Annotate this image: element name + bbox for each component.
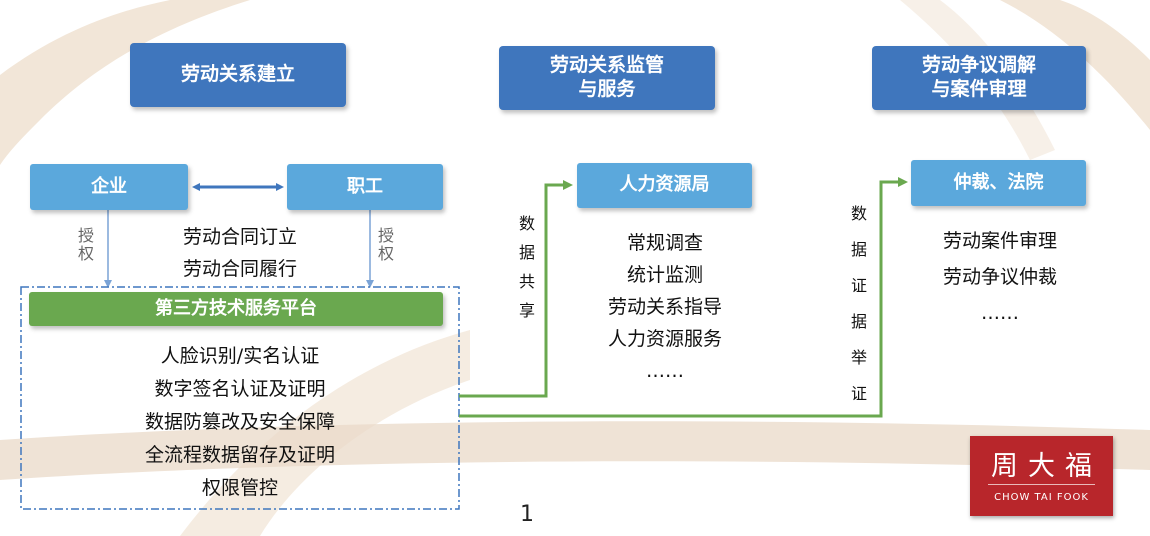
platform-title-box: 第三方技术服务平台 bbox=[29, 292, 443, 326]
authorize-right-char: 权 bbox=[377, 244, 394, 263]
header-left-label: 劳动关系建立 bbox=[180, 63, 295, 86]
data-share-label: 数 据 共 享 bbox=[516, 209, 538, 325]
header-dispute-mediation: 劳动争议调解 与案件审理 bbox=[872, 46, 1086, 110]
header-labor-relation-establish: 劳动关系建立 bbox=[130, 43, 346, 107]
logo-english: CHOW TAI FOOK bbox=[994, 492, 1089, 503]
data-evidence-char: 举 bbox=[850, 348, 867, 367]
data-share-connector bbox=[459, 180, 573, 398]
logo-chinese: 周大福 bbox=[991, 451, 1102, 482]
header-labor-relation-supervision: 劳动关系监管 与服务 bbox=[499, 46, 715, 110]
authorize-right-char: 授 bbox=[377, 226, 394, 245]
data-evidence-char: 证 bbox=[850, 384, 867, 403]
court-label: 仲裁、法院 bbox=[953, 171, 1044, 193]
platform-items: 人脸识别/实名认证 数字签名认证及证明 数据防篡改及安全保障 全流程数据留存及证… bbox=[60, 340, 420, 505]
authorize-left-char: 权 bbox=[77, 244, 94, 263]
employee-label: 职工 bbox=[347, 175, 383, 197]
authorize-label-left: 授 权 bbox=[75, 227, 97, 263]
hr-bureau-box: 人力资源局 bbox=[577, 163, 752, 208]
data-evidence-connector bbox=[459, 177, 908, 418]
chow-tai-fook-logo: 周大福 CHOW TAI FOOK bbox=[970, 436, 1113, 516]
header-middle-line1: 劳动关系监管 bbox=[549, 54, 664, 77]
data-evidence-char: 数 bbox=[850, 204, 867, 223]
contract-line: 劳动合同订立 bbox=[182, 226, 297, 248]
enterprise-box: 企业 bbox=[30, 164, 188, 210]
platform-item: 人脸识别/实名认证 bbox=[160, 345, 320, 367]
data-share-char: 据 bbox=[518, 243, 535, 262]
court-item: 劳动争议仲裁 bbox=[942, 266, 1057, 288]
header-middle-line2: 与服务 bbox=[578, 78, 636, 100]
hr-item: 统计监测 bbox=[626, 264, 703, 286]
platform-item: 权限管控 bbox=[201, 477, 278, 499]
page-number: 1 bbox=[520, 502, 534, 527]
court-items: 劳动案件审理 劳动争议仲裁 …… bbox=[910, 223, 1090, 331]
hr-item: 劳动关系指导 bbox=[607, 296, 722, 318]
logo-divider bbox=[988, 484, 1095, 485]
court-item: …… bbox=[981, 302, 1019, 324]
header-right-line2: 与案件审理 bbox=[931, 78, 1027, 100]
platform-dashed-border bbox=[20, 286, 460, 510]
hr-items: 常规调查 统计监测 劳动关系指导 人力资源服务 …… bbox=[575, 227, 755, 387]
data-share-char: 共 bbox=[518, 272, 535, 291]
contract-lines: 劳动合同订立 劳动合同履行 bbox=[160, 221, 320, 285]
hr-item: 人力资源服务 bbox=[607, 328, 722, 350]
data-share-char: 数 bbox=[518, 214, 535, 233]
platform-item: 全流程数据留存及证明 bbox=[144, 444, 335, 466]
contract-line: 劳动合同履行 bbox=[182, 258, 297, 280]
data-evidence-char: 证 bbox=[850, 276, 867, 295]
hr-bureau-label: 人力资源局 bbox=[619, 174, 710, 196]
data-evidence-label: 数 据 证 据 举 证 bbox=[848, 196, 870, 412]
platform-item: 数据防篡改及安全保障 bbox=[144, 411, 335, 433]
authorize-label-right: 授 权 bbox=[375, 227, 397, 263]
header-right-line1: 劳动争议调解 bbox=[921, 54, 1036, 77]
authorize-left-char: 授 bbox=[77, 226, 94, 245]
employee-box: 职工 bbox=[287, 164, 443, 210]
hr-item: 常规调查 bbox=[626, 232, 703, 254]
platform-title: 第三方技术服务平台 bbox=[155, 297, 317, 319]
court-item: 劳动案件审理 bbox=[942, 230, 1057, 252]
court-box: 仲裁、法院 bbox=[911, 160, 1086, 206]
enterprise-label: 企业 bbox=[91, 175, 127, 197]
data-evidence-char: 据 bbox=[850, 240, 867, 259]
hr-item: …… bbox=[646, 360, 684, 382]
platform-item: 数字签名认证及证明 bbox=[154, 378, 326, 400]
data-evidence-char: 据 bbox=[850, 312, 867, 331]
data-share-char: 享 bbox=[518, 301, 535, 320]
